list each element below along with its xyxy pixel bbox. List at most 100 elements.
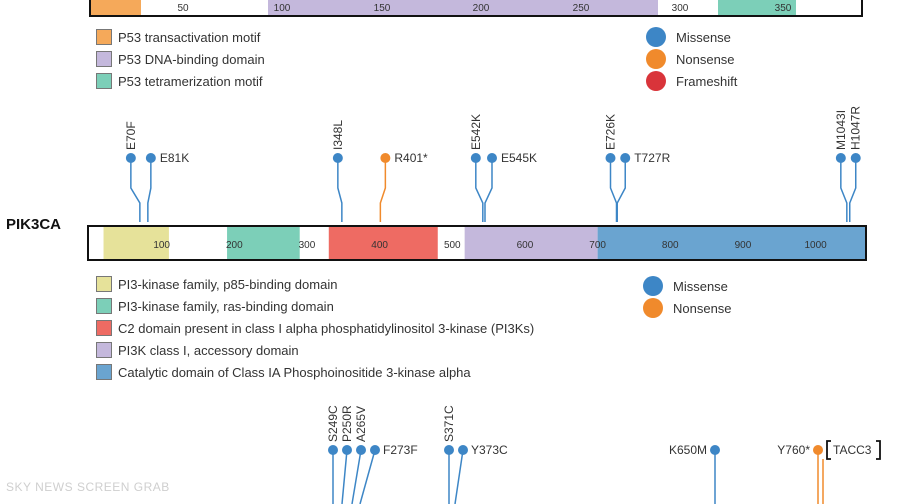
legend-label: PI3-kinase family, ras-binding domain bbox=[118, 298, 334, 314]
legend-label: Nonsense bbox=[673, 300, 732, 316]
mutation-dot[interactable] bbox=[125, 153, 136, 163]
p53-tick-label: 300 bbox=[672, 3, 689, 14]
mutation-dot[interactable] bbox=[620, 153, 631, 163]
legend-swatch bbox=[96, 73, 112, 89]
legend-label: Frameshift bbox=[676, 73, 738, 89]
legend-swatch bbox=[96, 51, 112, 67]
p53-tick-label: 350 bbox=[775, 3, 792, 14]
legend-label: PI3-kinase family, p85-binding domain bbox=[118, 276, 338, 292]
legend-swatch bbox=[96, 276, 112, 292]
mutation-label: F273F bbox=[383, 443, 418, 457]
mutation-dot[interactable] bbox=[850, 153, 861, 163]
legend-label: Catalytic domain of Class IA Phosphoinos… bbox=[118, 364, 471, 380]
pik3ca-tick-label: 800 bbox=[662, 240, 679, 251]
pik3ca-tick-label: 300 bbox=[299, 240, 316, 251]
mutation-dot[interactable] bbox=[356, 445, 366, 455]
mutation-dot[interactable] bbox=[342, 445, 352, 455]
legend-label: Nonsense bbox=[676, 51, 735, 67]
lollipop-stem bbox=[616, 158, 626, 222]
mutation-label: M1043I bbox=[834, 110, 848, 150]
pik3ca-lollipop-plot: E70FE81KI348LR401*E542KE545KE726KT727RM1… bbox=[6, 106, 867, 261]
mutation-label: T727R bbox=[634, 151, 670, 165]
pik3ca-legend-accessory: PI3K class I, accessory domain bbox=[96, 342, 299, 358]
fusion-tacc3: TACC3 bbox=[822, 440, 881, 504]
pik3ca-tick-label: 1000 bbox=[804, 240, 827, 251]
lollipop-y373c: Y373C bbox=[454, 443, 508, 504]
mutation-dot[interactable] bbox=[444, 445, 454, 455]
pik3ca-tick-label: 100 bbox=[153, 240, 170, 251]
legend-label: P53 DNA-binding domain bbox=[118, 51, 265, 67]
legend-swatch bbox=[96, 342, 112, 358]
mutation-label: E70F bbox=[124, 121, 138, 150]
p53-legend-transactivation: P53 transactivation motif bbox=[96, 29, 260, 45]
lollipop-stem bbox=[379, 158, 387, 222]
mutation-dot[interactable] bbox=[458, 445, 468, 455]
mutation-label: E545K bbox=[501, 151, 537, 165]
lollipop-e545k: E545K bbox=[484, 151, 537, 222]
mutation-dot[interactable] bbox=[145, 153, 156, 163]
watermark: SKY NEWS SCREEN GRAB bbox=[6, 480, 170, 494]
lollipop-s249c: S249C bbox=[326, 405, 340, 504]
p53-transactivation-domain bbox=[91, 0, 141, 15]
lollipop-m1043i: M1043I bbox=[834, 110, 848, 222]
mutation-label: S371C bbox=[442, 405, 456, 442]
mutation-label: R401* bbox=[394, 151, 428, 165]
lollipop-p250r: P250R bbox=[340, 405, 354, 504]
mutation-label: A265V bbox=[354, 406, 368, 442]
mutation-dot[interactable] bbox=[328, 445, 338, 455]
p53-dna-binding-domain bbox=[268, 0, 658, 15]
mutation-dot[interactable] bbox=[380, 153, 391, 163]
mutation-label: K650M bbox=[669, 443, 707, 457]
legend-label: C2 domain present in class I alpha phosp… bbox=[118, 320, 535, 336]
pik3ca-domain-5 bbox=[597, 227, 865, 259]
p53-legend-tetramerization: P53 tetramerization motif bbox=[96, 73, 263, 89]
mutation-dot[interactable] bbox=[605, 153, 616, 163]
pik3ca-tick-label: 700 bbox=[589, 240, 606, 251]
legend-swatch bbox=[96, 364, 112, 380]
lollipop-a265v: A265V bbox=[351, 406, 368, 504]
lollipop-stem bbox=[475, 158, 484, 222]
mutation-dot[interactable] bbox=[710, 445, 720, 455]
legend-swatch bbox=[96, 298, 112, 314]
pik3ca-domain-4 bbox=[464, 227, 598, 259]
p53-tetramerization-domain bbox=[718, 0, 796, 15]
mutation-label: E726K bbox=[604, 114, 618, 150]
mutation-dot[interactable] bbox=[370, 445, 380, 455]
mutation-dot[interactable] bbox=[332, 153, 343, 163]
pik3ca-gene-label: PIK3CA bbox=[6, 216, 61, 233]
mutation-dot[interactable] bbox=[486, 153, 497, 163]
legend-label: P53 transactivation motif bbox=[118, 29, 261, 45]
legend-label: P53 tetramerization motif bbox=[118, 73, 263, 89]
p53-tick-label: 50 bbox=[177, 3, 189, 14]
mutation-label: Y373C bbox=[471, 443, 508, 457]
pik3ca-tick-label: 200 bbox=[226, 240, 243, 251]
mutation-dot[interactable] bbox=[835, 153, 846, 163]
mutation-label: S249C bbox=[326, 405, 340, 442]
nonsense-dot-icon bbox=[643, 298, 663, 318]
p53-legend-frameshift: Frameshift bbox=[646, 71, 737, 91]
lollipop-stem bbox=[454, 449, 464, 504]
p53-legend-missense: Missense bbox=[646, 27, 731, 47]
lollipop-f273f: F273F bbox=[359, 443, 418, 504]
pik3ca-tick-label: 900 bbox=[735, 240, 752, 251]
mutation-label: P250R bbox=[340, 405, 354, 442]
pik3ca-legend-nonsense: Nonsense bbox=[643, 298, 732, 318]
missense-dot-icon bbox=[646, 27, 666, 47]
pik3ca-tick-label: 600 bbox=[517, 240, 534, 251]
bracket-left-icon bbox=[826, 440, 831, 460]
lollipop-r401: R401* bbox=[379, 151, 428, 222]
p53-tick-label: 100 bbox=[274, 3, 291, 14]
p53-tick-label: 150 bbox=[374, 3, 391, 14]
mutation-dot[interactable] bbox=[813, 445, 823, 455]
lollipop-stem bbox=[848, 158, 857, 222]
pik3ca-tick-label: 500 bbox=[444, 240, 461, 251]
mutation-dot[interactable] bbox=[470, 153, 481, 163]
mutation-label: I348L bbox=[331, 120, 345, 150]
mutation-label: E542K bbox=[469, 114, 483, 150]
lollipop-e726k: E726K bbox=[604, 114, 618, 222]
lollipop-y760: Y760* bbox=[777, 443, 823, 504]
mutation-label: H1047R bbox=[849, 106, 863, 150]
p53-tick-label: 250 bbox=[573, 3, 590, 14]
p53-legend-dna-binding: P53 DNA-binding domain bbox=[96, 51, 265, 67]
p53-tick-label: 200 bbox=[473, 3, 490, 14]
